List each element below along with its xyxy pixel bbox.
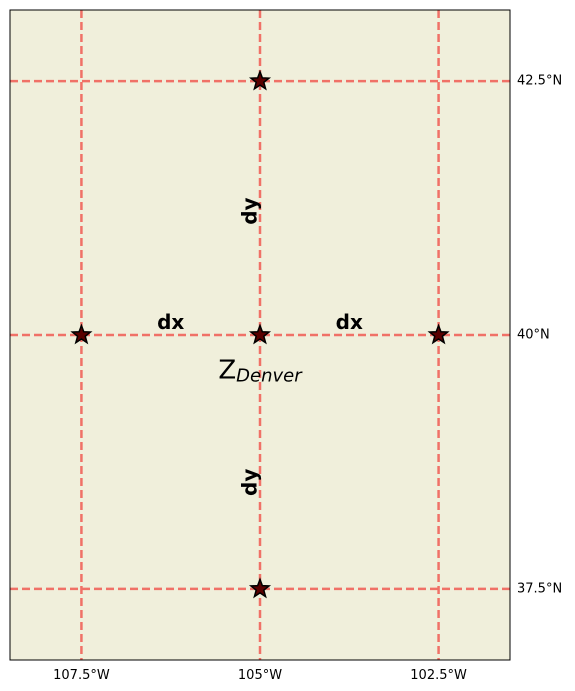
longitude-tick-label: 107.5°W [53,668,110,683]
longitude-tick-label: 105°W [238,668,282,683]
center-label-main: Z [218,356,236,386]
spacing-label-dy: dy [237,197,261,224]
grid-point-star [70,323,93,345]
grid-point-star [248,577,272,599]
spacing-label-dx: dx [336,310,363,334]
latitude-tick-label: 42.5°N [517,74,562,89]
spacing-label-dy: dy [237,469,261,496]
longitude-tick-label: 102.5°W [410,668,467,683]
latitude-tick-label: 40°N [517,328,550,343]
latitude-tick-labels: 42.5°N 40°N 37.5°N [517,74,562,597]
grid-point-stars [70,69,450,599]
longitude-tick-labels: 107.5°W 105°W 102.5°W [53,668,467,683]
map-frame [9,9,511,661]
grid-point-star [248,323,272,345]
grid-point-star [427,323,450,345]
latitude-tick-label: 37.5°N [517,581,562,596]
center-label-subscript: Denver [236,365,303,386]
spacing-labels: dx dx dy dy [157,197,363,496]
spacing-label-dx: dx [157,310,184,334]
denver-center-label: ZDenver [218,356,303,387]
grid-point-star [248,69,272,91]
center-label-text: ZDenver [218,356,303,387]
